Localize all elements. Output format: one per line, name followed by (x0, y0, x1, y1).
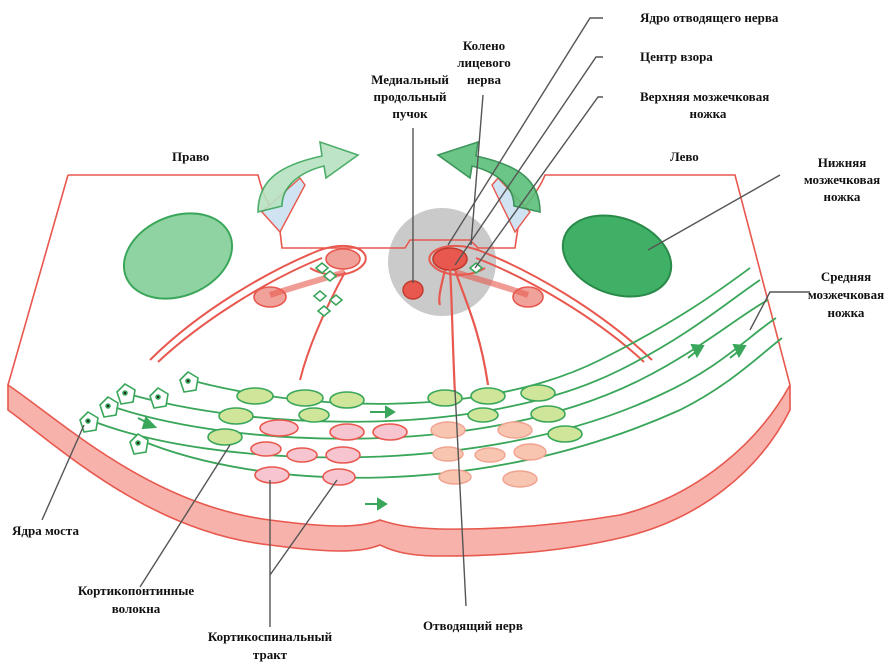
label-mlf-line1: Медиальный (371, 72, 449, 87)
label-genu-line2: лицевого (457, 55, 511, 70)
label-corticopontine-line1: Кортикопонтинные (78, 583, 195, 598)
pons-left-wall (8, 175, 68, 385)
label-corticopontine-line2: волокна (112, 601, 161, 616)
label-mlf-line2: продольный (373, 89, 447, 104)
label-abducens-nerve: Отводящий нерв (423, 618, 523, 633)
inferior-peduncle-right-side (111, 198, 245, 314)
pontine-nuclei-cells (80, 372, 198, 454)
label-genu-line3: нерва (467, 72, 502, 87)
label-corticospinal-line1: Кортикоспинальный (208, 629, 333, 644)
label-inferior-peduncle-line3: ножка (824, 189, 861, 204)
label-pontine-nuclei: Ядра моста (12, 523, 79, 538)
gaze-arrow-left (438, 142, 540, 212)
label-abducens-nucleus: Ядро отводящего нерва (640, 10, 779, 25)
corticospinal-bundles (251, 420, 407, 485)
label-pravo: Право (172, 149, 209, 164)
label-middle-peduncle-line3: ножка (828, 305, 865, 320)
label-gaze-center: Центр взора (640, 49, 713, 64)
inferior-peduncle-left-side (551, 201, 682, 311)
label-superior-peduncle-line2: ножка (690, 106, 727, 121)
label-levo: Лево (670, 149, 699, 164)
corticospinal-bundles-left (431, 422, 546, 487)
label-mlf-line3: пучок (392, 106, 428, 121)
label-inferior-peduncle-line2: мозжечковая (804, 172, 880, 187)
label-superior-peduncle-line1: Верхняя мозжечковая (640, 89, 769, 104)
mlf-dot (403, 281, 423, 299)
label-middle-peduncle-line2: мозжечковая (808, 287, 884, 302)
abducens-nucleus-right (326, 249, 360, 269)
abducens-nucleus-left (433, 248, 467, 270)
label-inferior-peduncle-line1: Нижняя (818, 155, 867, 170)
gaze-arrow-right (258, 142, 358, 212)
label-corticospinal-line2: тракт (253, 647, 288, 662)
label-middle-peduncle-line1: Средняя (821, 269, 871, 284)
label-genu-line1: Колено (463, 38, 505, 53)
